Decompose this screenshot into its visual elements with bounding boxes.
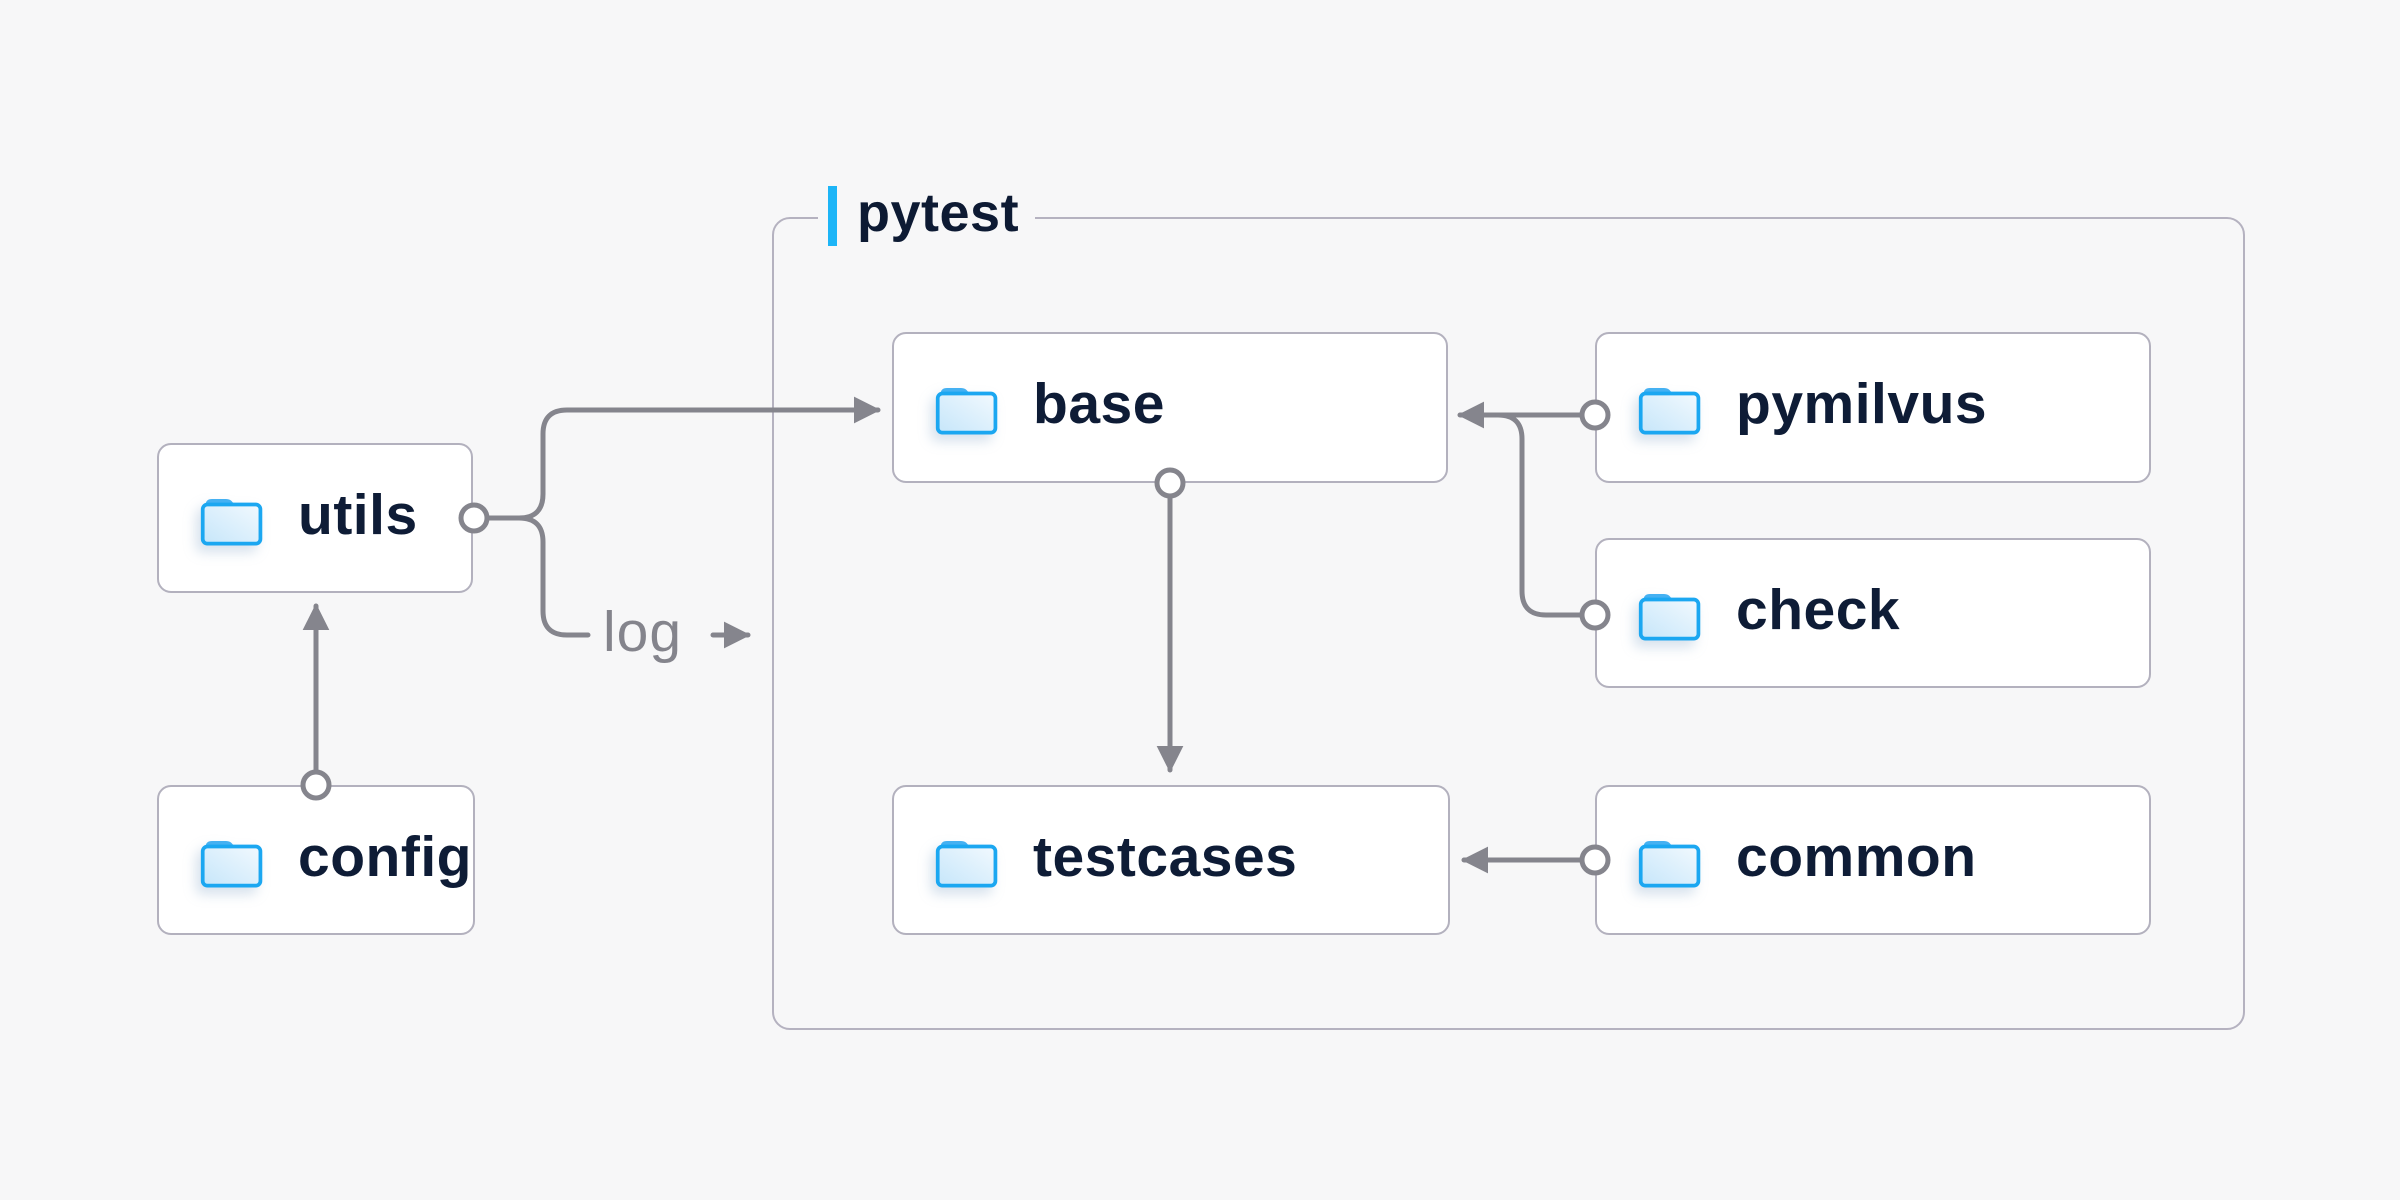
node-utils: utils (157, 443, 473, 593)
folder-icon (1638, 838, 1701, 887)
node-config-label: config (298, 824, 472, 889)
node-check-label: check (1736, 577, 1901, 642)
node-testcases: testcases (892, 785, 1450, 935)
node-base-label: base (1033, 372, 1165, 436)
node-pymilvus-label: pymilvus (1736, 372, 1988, 436)
node-pymilvus: pymilvus (1595, 332, 2151, 483)
folder-icon (1638, 591, 1701, 640)
node-testcases-label: testcases (1033, 824, 1298, 889)
folder-icon (935, 838, 998, 887)
pytest-group-label: pytest (818, 183, 1036, 248)
accent-bar (828, 186, 837, 246)
pytest-group-box (772, 217, 2245, 1030)
pytest-group-label-text: pytest (857, 183, 1020, 243)
node-common: common (1595, 785, 2151, 935)
folder-icon (1638, 386, 1701, 435)
node-config: config (157, 785, 475, 935)
node-base: base (892, 332, 1448, 483)
folder-icon (200, 838, 263, 887)
folder-icon (200, 496, 263, 545)
node-utils-label: utils (298, 482, 418, 547)
edge-utils-log (516, 515, 591, 638)
log-annotation: log (603, 600, 683, 664)
node-common-label: common (1736, 824, 1977, 889)
node-check: check (1595, 538, 2151, 688)
folder-icon (935, 386, 998, 435)
